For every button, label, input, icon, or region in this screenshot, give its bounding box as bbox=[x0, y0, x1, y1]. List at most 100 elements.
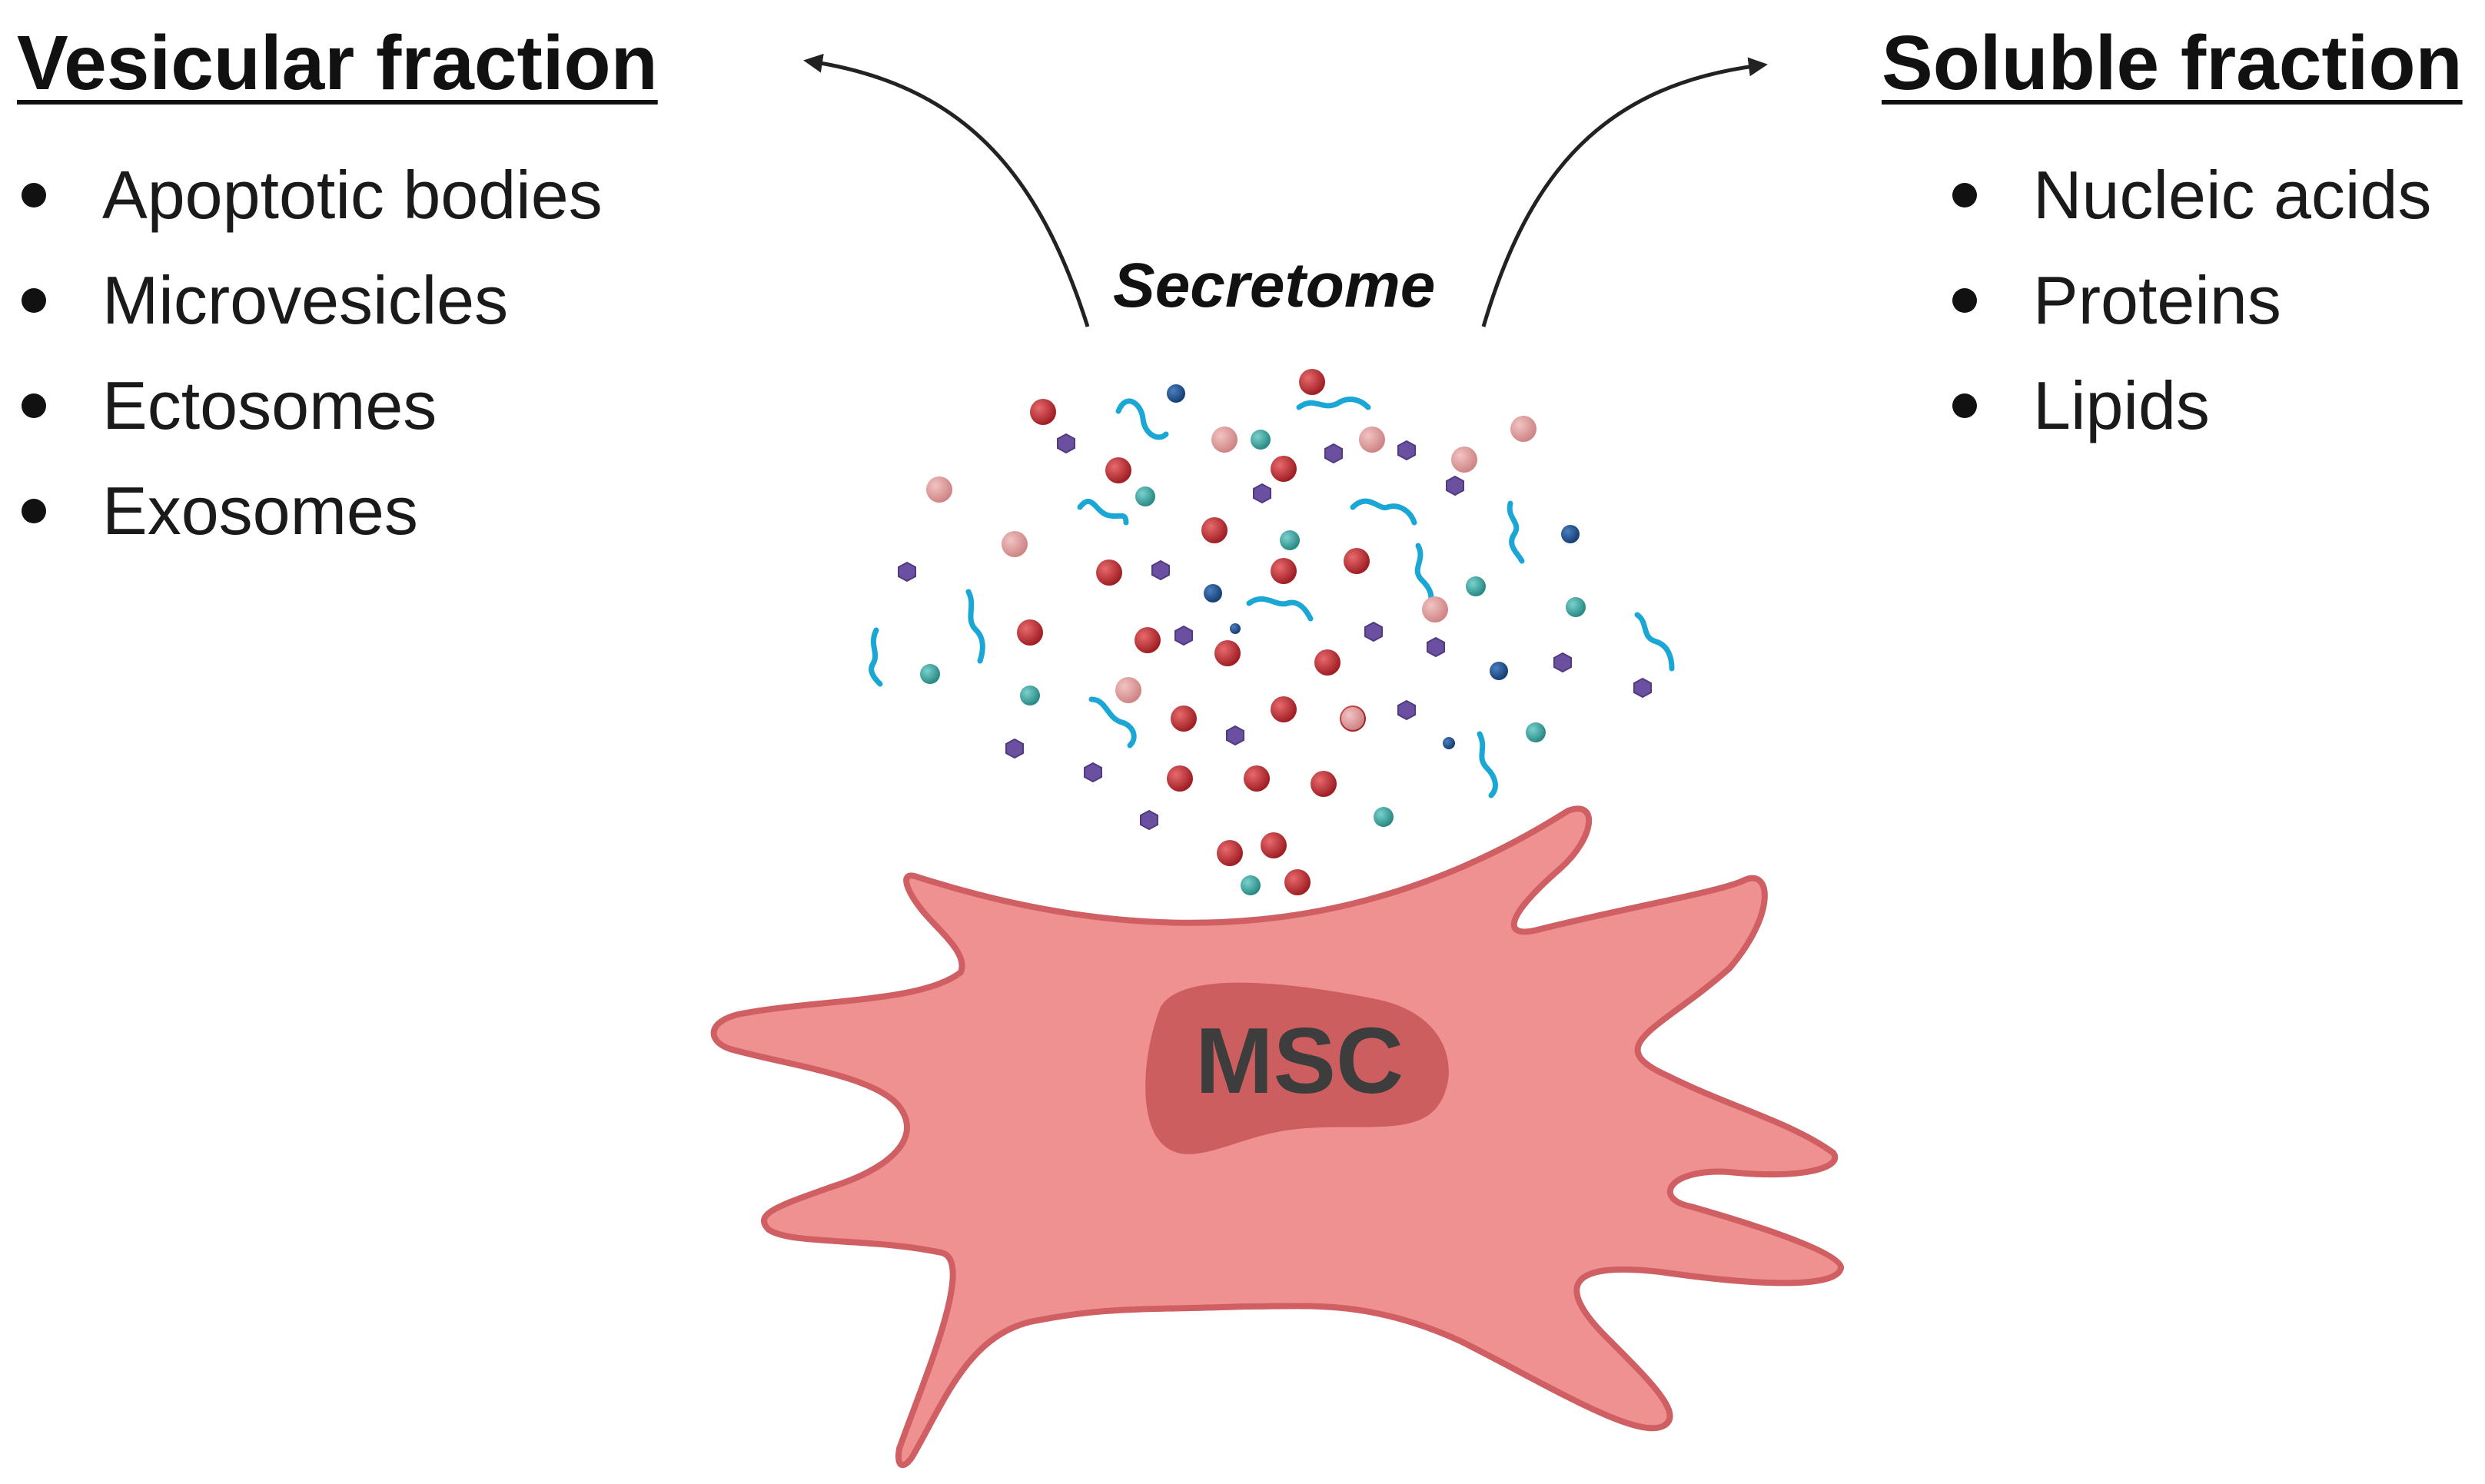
pink-vesicle bbox=[1422, 596, 1448, 622]
teal-particle bbox=[1526, 722, 1546, 742]
purple-particle bbox=[1226, 725, 1244, 746]
red-vesicle bbox=[1261, 832, 1287, 858]
red-vesicle bbox=[1201, 517, 1228, 543]
red-vesicle bbox=[1299, 369, 1325, 395]
purple-particle bbox=[1427, 636, 1445, 658]
vesicular-fraction-list: Apoptotic bodies Microvesicles Ectosomes… bbox=[22, 142, 603, 563]
rna-strand bbox=[1414, 543, 1434, 606]
purple-particle bbox=[1397, 440, 1416, 461]
bullet-icon bbox=[22, 499, 46, 523]
rna-strand bbox=[1088, 696, 1137, 749]
red-vesicle bbox=[1135, 627, 1161, 653]
teal-particle bbox=[1280, 530, 1300, 550]
pink-vesicle bbox=[1510, 416, 1537, 442]
purple-particle bbox=[1324, 443, 1343, 464]
red-vesicles bbox=[1017, 369, 1370, 895]
rna-strands bbox=[869, 397, 1675, 798]
pink-vesicle bbox=[926, 476, 952, 503]
teal-particles bbox=[920, 430, 1586, 895]
pink-vesicle bbox=[1211, 427, 1238, 453]
list-item: Exosomes bbox=[22, 458, 603, 563]
list-item-label: Ectosomes bbox=[102, 367, 437, 443]
red-vesicle bbox=[1271, 456, 1297, 482]
red-vesicle bbox=[1017, 619, 1043, 646]
navy-particle bbox=[1230, 623, 1241, 634]
list-item-label: Proteins bbox=[2033, 262, 2281, 338]
red-vesicle bbox=[1244, 765, 1270, 792]
teal-particle bbox=[1466, 576, 1486, 596]
list-item: Microvesicles bbox=[22, 247, 603, 353]
list-item-label: Exosomes bbox=[102, 473, 418, 549]
purple-particle bbox=[1253, 483, 1271, 504]
navy-particle bbox=[1443, 737, 1455, 749]
purple-particle bbox=[1174, 625, 1193, 646]
teal-particle bbox=[1241, 875, 1261, 895]
secretome-particles bbox=[869, 369, 1675, 895]
vesicular-fraction-heading: Vesicular fraction bbox=[17, 20, 658, 106]
list-item: Proteins bbox=[1952, 247, 2431, 353]
soluble-fraction-list: Nucleic acids Proteins Lipids bbox=[1952, 142, 2431, 458]
purple-particle bbox=[898, 561, 916, 583]
rna-strand bbox=[1507, 500, 1525, 564]
list-item: Ectosomes bbox=[22, 353, 603, 458]
red-vesicle bbox=[1171, 705, 1197, 732]
teal-particle bbox=[1020, 686, 1040, 705]
rna-strand bbox=[869, 627, 883, 687]
rna-strand bbox=[1350, 498, 1417, 526]
rna-strand bbox=[965, 589, 985, 664]
bullet-icon bbox=[1952, 288, 1977, 313]
msc-label: MSC bbox=[1195, 1008, 1404, 1113]
purple-particle bbox=[1005, 738, 1024, 759]
teal-particle bbox=[1251, 430, 1271, 450]
red-vesicle bbox=[1284, 869, 1311, 895]
msc-cell-body bbox=[710, 805, 1844, 1469]
red-vesicle bbox=[1344, 548, 1370, 574]
pink-vesicle bbox=[1002, 531, 1028, 557]
list-item-label: Apoptotic bodies bbox=[102, 157, 603, 233]
bullet-icon bbox=[22, 393, 46, 418]
purple-particle bbox=[1397, 699, 1416, 721]
red-vesicle bbox=[1214, 640, 1241, 666]
red-vesicle bbox=[1217, 840, 1243, 866]
navy-particle bbox=[1167, 384, 1185, 403]
rna-strand bbox=[1477, 731, 1498, 798]
purple-particle bbox=[1151, 559, 1170, 581]
purple-particle bbox=[1140, 809, 1158, 831]
purple-particle bbox=[1364, 621, 1383, 642]
pink-vesicle bbox=[1115, 677, 1141, 703]
pink-vesicle bbox=[1359, 427, 1385, 453]
teal-particle bbox=[920, 664, 940, 684]
navy-particles bbox=[1167, 384, 1580, 749]
teal-particle bbox=[1566, 597, 1586, 617]
red-vesicle bbox=[1311, 771, 1337, 797]
rna-strand bbox=[1115, 398, 1169, 440]
red-vesicle bbox=[1271, 558, 1297, 584]
purple-particle bbox=[1553, 652, 1572, 673]
teal-particle bbox=[1374, 807, 1394, 827]
red-vesicle bbox=[1314, 649, 1341, 676]
red-vesicle bbox=[1167, 765, 1193, 792]
soluble-fraction-heading: Soluble fraction bbox=[1882, 20, 2463, 106]
arrow-to-vesicular bbox=[803, 53, 1090, 327]
pink-vesicles bbox=[926, 416, 1537, 730]
navy-particle bbox=[1561, 525, 1580, 543]
teal-particle bbox=[1135, 486, 1155, 506]
rna-strand bbox=[1634, 612, 1675, 672]
bullet-icon bbox=[1952, 393, 1977, 418]
list-item-label: Microvesicles bbox=[102, 262, 509, 338]
rna-strand bbox=[1296, 397, 1371, 410]
navy-particle bbox=[1204, 584, 1222, 603]
list-item: Lipids bbox=[1952, 353, 2431, 458]
pink-vesicle bbox=[1451, 447, 1477, 473]
list-item: Apoptotic bodies bbox=[22, 142, 603, 247]
navy-particle bbox=[1490, 662, 1508, 680]
bullet-icon bbox=[22, 288, 46, 313]
msc-nucleus bbox=[1145, 982, 1449, 1154]
purple-particles bbox=[898, 433, 1652, 831]
list-item-label: Lipids bbox=[2033, 367, 2210, 443]
rna-strand bbox=[1246, 596, 1314, 622]
arrow-to-soluble bbox=[1481, 57, 1768, 327]
bullet-icon bbox=[1952, 183, 1977, 207]
red-vesicle bbox=[1105, 457, 1131, 483]
